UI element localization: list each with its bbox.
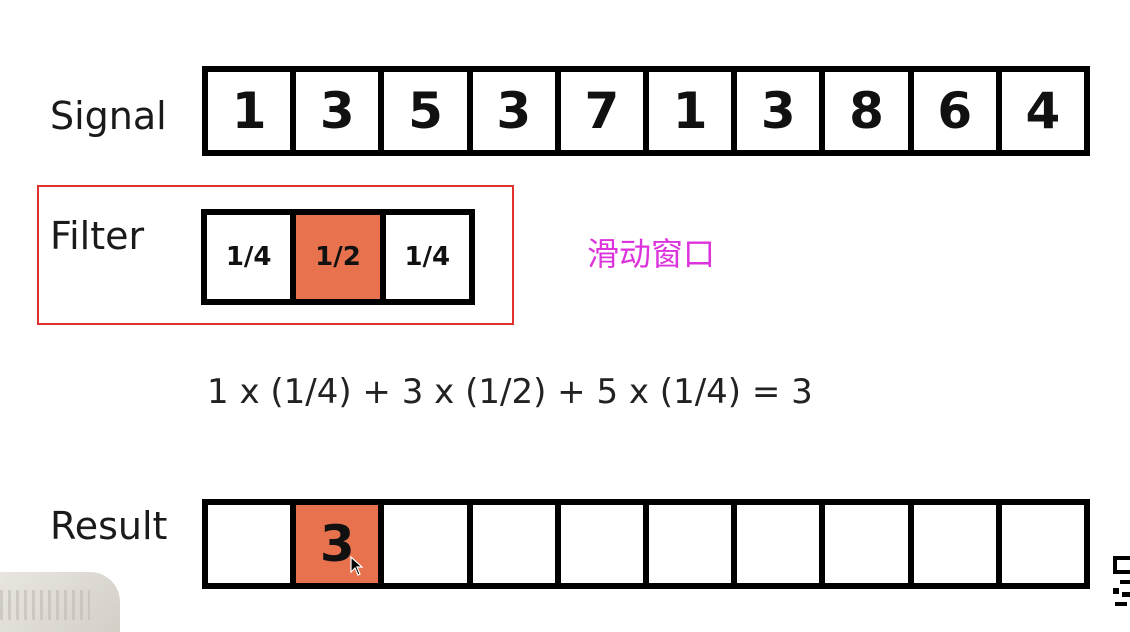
signal-cell: 3 [737, 72, 826, 150]
signal-cell: 1 [649, 72, 738, 150]
result-cell [384, 505, 473, 583]
result-cell [473, 505, 561, 583]
filter-weight-cell: 1/4 [404, 242, 451, 272]
background-object [0, 572, 120, 632]
signal-cell: 1 [208, 72, 297, 150]
result-cell [737, 505, 826, 583]
filter-weight-cell: 1/2 [296, 215, 386, 299]
result-cell [561, 505, 650, 583]
result-cell [1002, 505, 1084, 583]
signal-cell: 4 [1025, 82, 1061, 140]
convolution-equation: 1 x (1/4) + 3 x (1/2) + 5 x (1/4) = 3 [207, 372, 813, 412]
signal-cell: 8 [825, 72, 914, 150]
filter-highlight-box [37, 185, 514, 325]
result-cell [208, 505, 297, 583]
sliding-window-annotation: 滑动窗口 [587, 235, 716, 273]
signal-cell: 6 [914, 72, 1002, 150]
result-cell [649, 505, 738, 583]
result-label: Result [50, 504, 168, 548]
qr-code-icon [1113, 556, 1130, 612]
filter-weight-cell: 1/4 [207, 215, 297, 299]
signal-cell: 3 [473, 72, 561, 150]
signal-cell: 7 [561, 72, 650, 150]
signal-label: Signal [50, 94, 167, 138]
result-cell: 3 [296, 505, 385, 583]
result-array: 3 [202, 499, 1090, 589]
signal-cell: 3 [296, 72, 385, 150]
mouse-pointer-icon [350, 556, 364, 576]
signal-cell: 5 [384, 72, 473, 150]
result-cell [825, 505, 914, 583]
filter-label: Filter [50, 214, 145, 258]
result-cell [914, 505, 1002, 583]
